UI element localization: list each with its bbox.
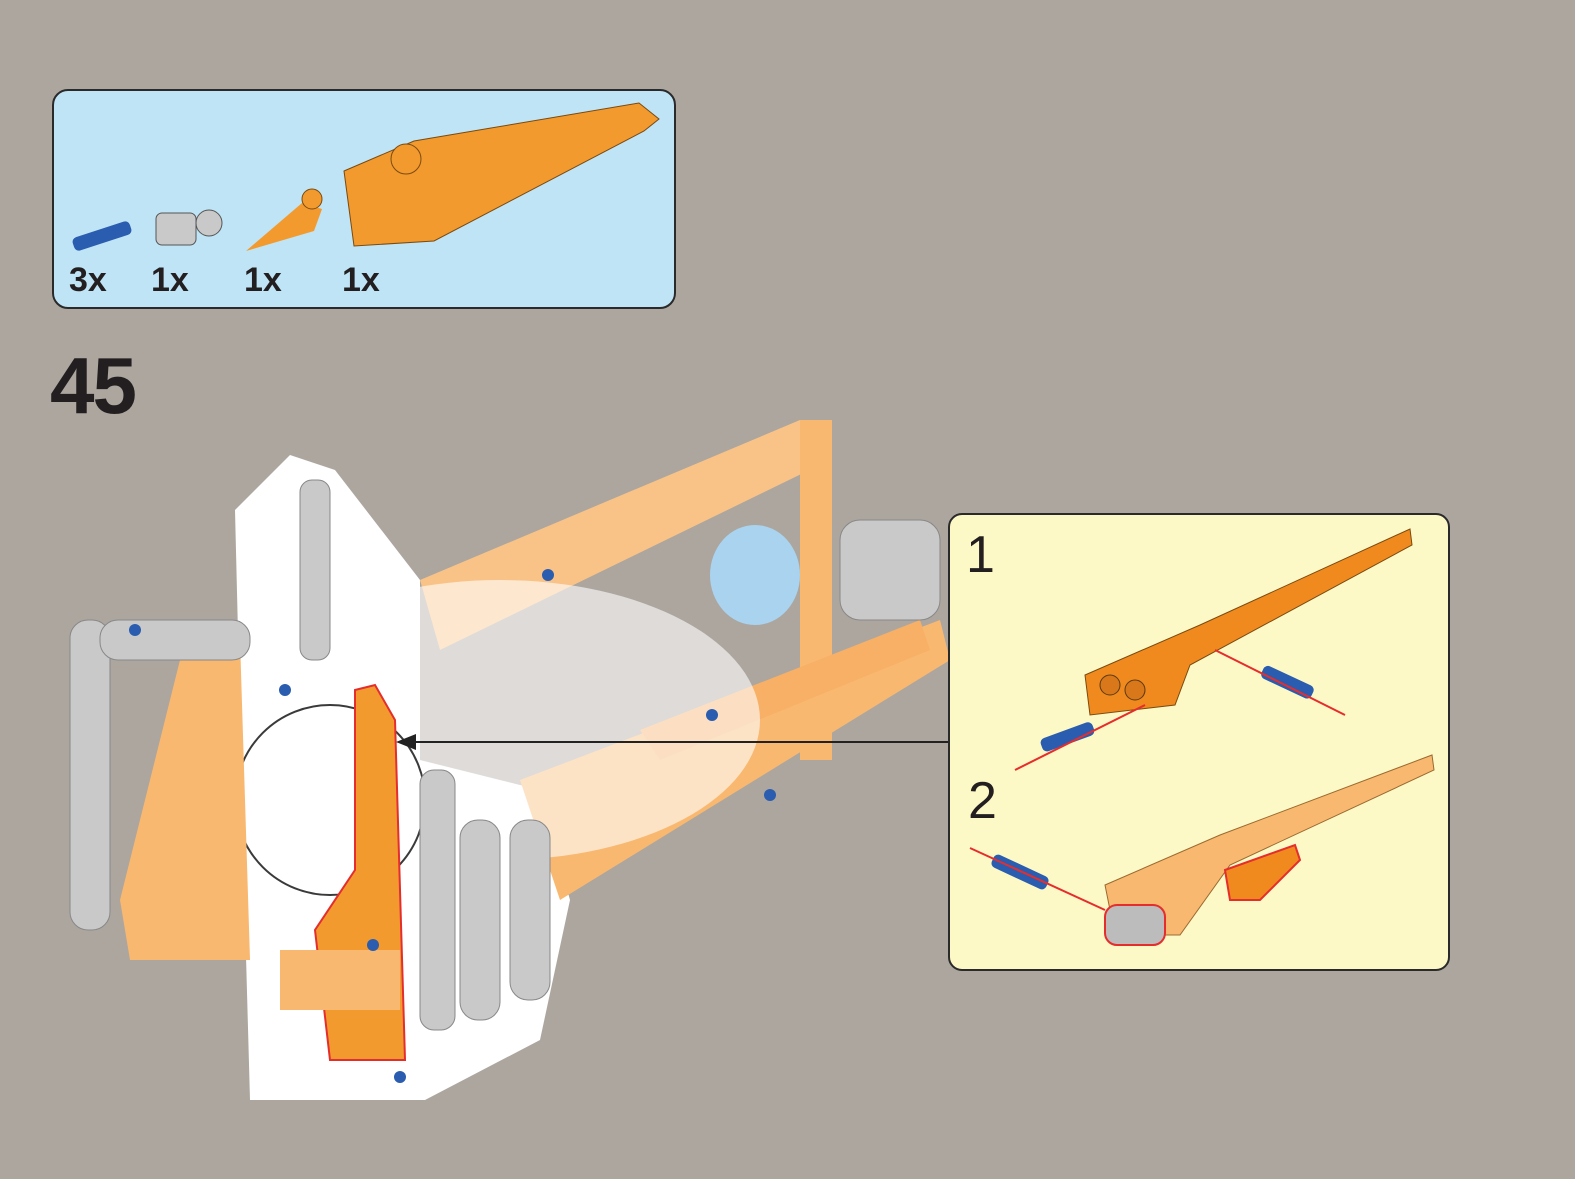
grey-connector-icon [155,209,223,246]
part-qty: 3x [69,261,107,299]
substep-1-pins [1040,665,1314,752]
callout-pointer-arrowhead [396,734,416,750]
grey-beams-left [69,479,941,1031]
substep-1-arrows [1014,649,1346,771]
small-orange-fairing-icon [246,188,323,251]
subassembly-callout: 1 2 [948,513,1450,971]
substep-2-arrow [969,847,1106,911]
step-number: 45 [50,341,137,430]
blue-cylinder-end [710,525,800,625]
orange-bottom-beam [280,950,400,1010]
substep-number: 1 [966,526,995,584]
substep-2-fairing [1104,754,1435,946]
orange-side-panel [120,620,250,960]
substep-number: 2 [968,772,997,830]
blue-pins [129,569,776,1083]
part-qty: 1x [151,261,189,299]
substep-1-fairing [1084,528,1413,716]
part-qty: 1x [342,261,380,299]
blue-pin-icon [72,221,132,251]
part-qty: 1x [244,261,282,299]
parts-list-box: 3x 1x 1x 1x [52,89,676,309]
large-orange-fairing-icon [343,102,660,247]
